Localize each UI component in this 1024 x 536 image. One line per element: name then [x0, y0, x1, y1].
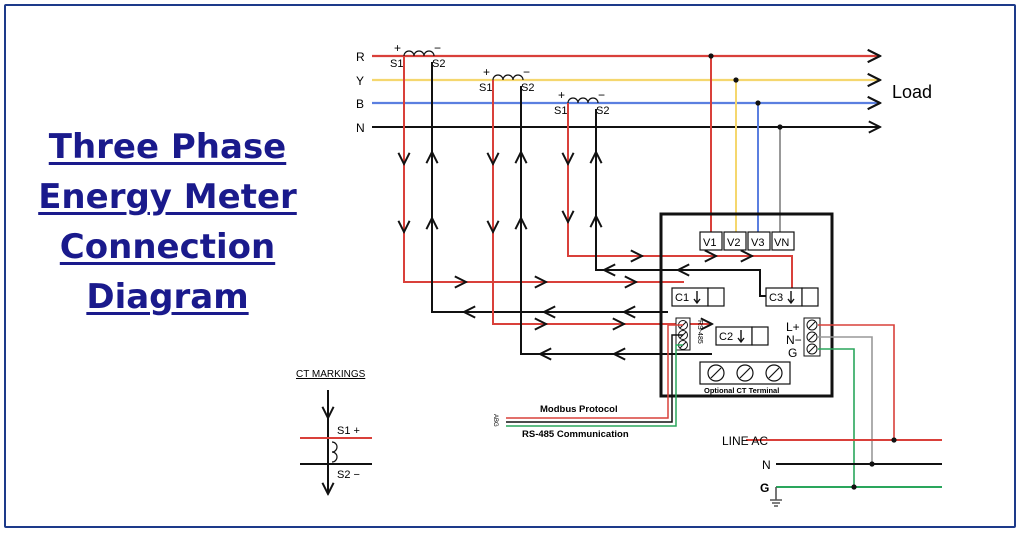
- terminal-lplus: L+: [786, 320, 800, 334]
- ct-r-s2: S2: [432, 58, 445, 70]
- modbus-protocol-label: Modbus Protocol: [540, 404, 618, 415]
- ct-y-plus: +: [483, 65, 490, 79]
- ct-b-minus: −: [598, 88, 605, 102]
- phase-b-label: B: [356, 97, 364, 111]
- phase-r-label: R: [356, 50, 365, 64]
- current-direction-arrows: [693, 291, 795, 344]
- current-terminal-c1: [671, 287, 725, 307]
- ct-r-s1: S1: [390, 58, 403, 70]
- power-wiring: [746, 324, 942, 507]
- ct-r-minus: −: [434, 41, 441, 55]
- optional-ct-terminal: [699, 361, 791, 385]
- modbus-wiring: [506, 324, 683, 427]
- outer-frame: [4, 4, 1016, 528]
- terminal-c2: C2: [719, 331, 733, 343]
- page-title: Three Phase Energy Meter Connection Diag…: [20, 122, 315, 322]
- ct-b-plus: +: [558, 88, 565, 102]
- line-n-label: N: [762, 458, 771, 472]
- ct-y-s2: S2: [521, 82, 534, 94]
- ct-markings-diagram: [300, 390, 372, 494]
- ct-b-s1: S1: [554, 105, 567, 117]
- power-terminal: [803, 317, 821, 357]
- ct-coil-r: [403, 50, 435, 57]
- ct-y-minus: −: [523, 65, 530, 79]
- ct-r-plus: +: [394, 41, 401, 55]
- current-terminal-c3: [765, 287, 819, 307]
- terminal-v2: V2: [727, 237, 740, 249]
- ct-b-s2: S2: [596, 105, 609, 117]
- ct-marking-s2: S2 −: [337, 469, 360, 481]
- line-g-label: G: [760, 481, 769, 495]
- ct-marking-s1: S1 +: [337, 425, 360, 437]
- title-line-4: Diagram: [86, 277, 249, 317]
- title-line-3: Connection: [59, 227, 276, 267]
- terminal-v1: V1: [703, 237, 716, 249]
- terminal-c1: C1: [675, 292, 689, 304]
- energy-meter-box: [659, 212, 834, 398]
- voltage-terminals: [699, 231, 795, 251]
- ct-r-wiring: [404, 56, 684, 312]
- phase-y-label: Y: [356, 74, 364, 88]
- optional-ct-terminal-label: Optional CT Terminal: [704, 386, 779, 395]
- rs485-label: RS-485: [696, 320, 703, 344]
- modbus-pin-labels: ABG: [492, 414, 498, 427]
- terminal-nminus: N−: [786, 333, 802, 347]
- ct-coil-y: [492, 74, 524, 81]
- title-line-2: Energy Meter: [38, 177, 297, 217]
- terminal-c3: C3: [769, 292, 783, 304]
- rs485-communication-label: RS-485 Communication: [522, 429, 629, 440]
- ct-coil-b: [567, 97, 599, 104]
- ct-markings-heading: CT MARKINGS: [296, 369, 366, 380]
- ct-y-s1: S1: [479, 82, 492, 94]
- load-label: Load: [892, 82, 932, 102]
- ct-y-wiring: [493, 80, 712, 354]
- terminal-g: G: [788, 346, 797, 360]
- phase-n-label: N: [356, 121, 365, 135]
- terminal-v3: V3: [751, 237, 764, 249]
- line-ac-label: LINE AC: [722, 434, 768, 448]
- ct-b-wiring: [568, 103, 798, 297]
- title-line-1: Three Phase: [48, 127, 287, 167]
- terminal-vn: VN: [774, 237, 789, 249]
